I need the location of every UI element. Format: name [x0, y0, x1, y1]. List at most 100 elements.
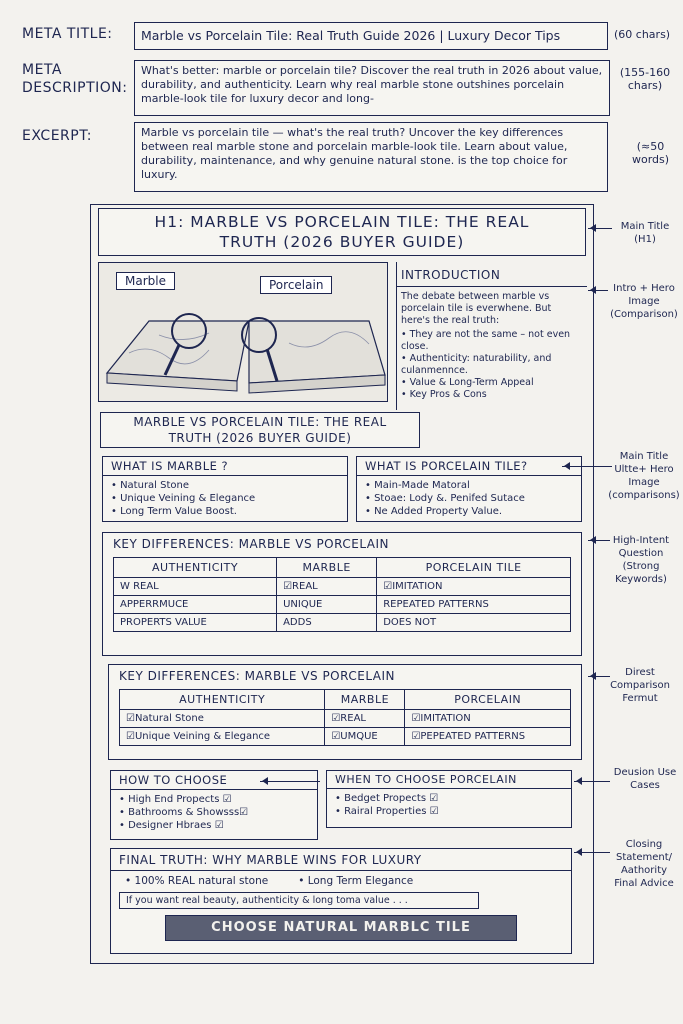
porcelain-callout: Porcelain [260, 276, 333, 294]
what-is-marble: WHAT IS MARBLE ? Natural Stone Unique Ve… [102, 456, 348, 522]
final-point-2: • Long Term Elegance [298, 875, 414, 887]
note-closing: Closing Statement/ Aathority Final Advic… [614, 839, 674, 889]
note-main-title: Main Title (H1) [620, 221, 670, 245]
magnifier-right-icon [241, 317, 277, 353]
table-row: APPERRMUCE UNIQUE REPEATED PATTERNS [112, 595, 571, 614]
table-cell: IMITATION [404, 709, 571, 728]
what-is-porcelain-list: Main-Made Matoral Stoae: Lody &. Penifed… [365, 479, 573, 518]
meta-description-box: What's better: marble or porcelain tile?… [134, 60, 610, 116]
table-row: Natural Stone REAL IMITATION [118, 709, 571, 728]
table-row: W REAL REAL IMITATION [112, 577, 571, 596]
list-item: Natural Stone [111, 479, 339, 492]
hero-image [98, 262, 388, 402]
table-cell: IMITATION [376, 577, 571, 596]
table-cell: ADDS [276, 613, 378, 632]
what-is-porcelain: WHAT IS PORCELAIN TILE? Main-Made Matora… [356, 456, 582, 522]
table-header: MARBLE [324, 689, 406, 710]
meta-title-label: META TITLE: [22, 26, 113, 42]
excerpt-box: Marble vs porcelain tile — what's the re… [134, 122, 608, 192]
intro-heading: INTRODUCTION [397, 262, 587, 287]
choose-marble-cta-button[interactable]: CHOOSE NATURAL MARBLC TILE [165, 915, 517, 941]
meta-description-label-2: DESCRIPTION: [22, 80, 128, 96]
intro-list: They are not the same – not even close. … [397, 329, 587, 401]
when-to-choose-porcelain: WHEN TO CHOOSE PORCELAIN Bedget Propects… [326, 770, 572, 828]
note-direct-comparison: Direst Comparison Fermut [610, 667, 670, 704]
table-header: MARBLE [276, 557, 378, 578]
intro-item: Value & Long-Term Appeal [401, 377, 587, 389]
final-truth-heading: FINAL TRUTH: WHY MARBLE WINS FOR LUXURY [111, 853, 571, 871]
arrow-icon [588, 286, 608, 294]
table-cell: PROPERTS VALUE [112, 613, 278, 632]
subtitle: MARBLE VS PORCELAIN TILE: THE REAL TRUTH… [100, 412, 420, 448]
key-differences-1-heading: KEY DIFFERENCES: MARBLE VS PORCELAIN [113, 537, 390, 551]
table-header: PORCELAIN TILE [376, 557, 571, 578]
table-cell: APPERRMUCE [112, 595, 278, 614]
arrow-icon [260, 777, 320, 785]
list-item: Rairal Properties ☑ [335, 805, 563, 818]
comparison-table-1: AUTHENTICITY MARBLE PORCELAIN TILE W REA… [112, 557, 571, 632]
arrow-icon [588, 224, 612, 232]
table-row: PROPERTS VALUE ADDS DOES NOT [112, 613, 571, 632]
intro-item: Key Pros & Cons [401, 389, 587, 401]
intro-item: They are not the same – not even close. [401, 329, 587, 353]
key-differences-2-heading: KEY DIFFERENCES: MARBLE VS PORCELAIN [119, 669, 396, 683]
marble-callout: Marble [116, 272, 175, 290]
meta-title-box: Marble vs Porcelain Tile: Real Truth Gui… [134, 22, 608, 50]
how-to-choose-list: High End Propects ☑ Bathrooms & Showsss☑… [119, 793, 309, 832]
table-cell: W REAL [112, 577, 278, 596]
list-item: Bathrooms & Showsss☑ [119, 806, 309, 819]
note-high-intent: High-Intent Question (Strong Keywords) [612, 535, 670, 585]
table-cell: Natural Stone [118, 709, 326, 728]
excerpt-label: EXCERPT: [22, 128, 92, 144]
table-cell: DOES NOT [376, 613, 571, 632]
final-truth-points: • 100% REAL natural stone • Long Term El… [119, 875, 563, 887]
arrow-icon [562, 462, 612, 470]
when-to-choose-porcelain-list: Bedget Propects ☑ Rairal Properties ☑ [335, 792, 563, 818]
table-cell: UNIQUE [276, 595, 378, 614]
list-item: Ne Added Property Value. [365, 505, 573, 518]
table-cell: REAL [324, 709, 406, 728]
meta-description-label-1: META [22, 62, 62, 78]
table-cell: REPEATED PATTERNS [376, 595, 571, 614]
note-main-title-2: Main Title Ultte+ Hero Image (comparison… [608, 451, 680, 501]
comparison-table-2: AUTHENTICITY MARBLE PORCELAIN Natural St… [118, 689, 571, 746]
intro-item: Authenticity: naturability, and culanmen… [401, 353, 587, 377]
list-item: Designer Hbraes ☑ [119, 819, 309, 832]
what-is-marble-list: Natural Stone Unique Veining & Elegance … [111, 479, 339, 518]
page-frame [90, 204, 594, 964]
arrow-icon [574, 777, 610, 785]
table-cell: Unique Veining & Elegance [118, 727, 326, 746]
table-row: Unique Veining & Elegance UMQUE PEPEATED… [118, 727, 571, 746]
table-cell: UMQUE [324, 727, 406, 746]
magnifier-left-icon [171, 313, 207, 349]
how-to-choose-heading: HOW TO CHOOSE [111, 773, 317, 790]
final-quote: If you want real beauty, authenticity & … [119, 892, 479, 909]
list-item: Main-Made Matoral [365, 479, 573, 492]
table-cell: REAL [276, 577, 378, 596]
hero-illustration [105, 313, 386, 394]
list-item: Unique Veining & Elegance [111, 492, 339, 505]
when-to-choose-porcelain-heading: WHEN TO CHOOSE PORCELAIN [327, 773, 571, 789]
key-differences-1: KEY DIFFERENCES: MARBLE VS PORCELAIN AUT… [102, 532, 582, 656]
what-is-porcelain-heading: WHAT IS PORCELAIN TILE? [357, 459, 581, 476]
list-item: Bedget Propects ☑ [335, 792, 563, 805]
meta-title-note: (60 chars) [614, 28, 671, 41]
final-truth: FINAL TRUTH: WHY MARBLE WINS FOR LUXURY … [110, 848, 572, 954]
note-decision: Deusion Use Cases [613, 767, 677, 791]
h1-title: H1: MARBLE VS PORCELAIN TILE: THE REAL T… [98, 208, 586, 256]
arrow-icon [588, 672, 610, 680]
table-header: AUTHENTICITY [112, 557, 278, 578]
final-point-1: • 100% REAL natural stone [125, 875, 269, 887]
what-is-marble-heading: WHAT IS MARBLE ? [103, 459, 347, 476]
meta-description-note: (155-160 chars) [619, 66, 671, 92]
key-differences-2: KEY DIFFERENCES: MARBLE VS PORCELAIN AUT… [108, 664, 582, 760]
list-item: Stoae: Lody &. Penifed Sutace [365, 492, 573, 505]
intro-section: INTRODUCTION The debate between marble v… [396, 262, 587, 410]
arrow-icon [574, 848, 610, 856]
excerpt-note: (≈50 words) [631, 140, 670, 166]
arrow-icon [588, 536, 610, 544]
table-header: PORCELAIN [404, 689, 571, 710]
table-header: AUTHENTICITY [118, 689, 326, 710]
table-cell: PEPEATED PATTERNS [404, 727, 571, 746]
list-item: High End Propects ☑ [119, 793, 309, 806]
